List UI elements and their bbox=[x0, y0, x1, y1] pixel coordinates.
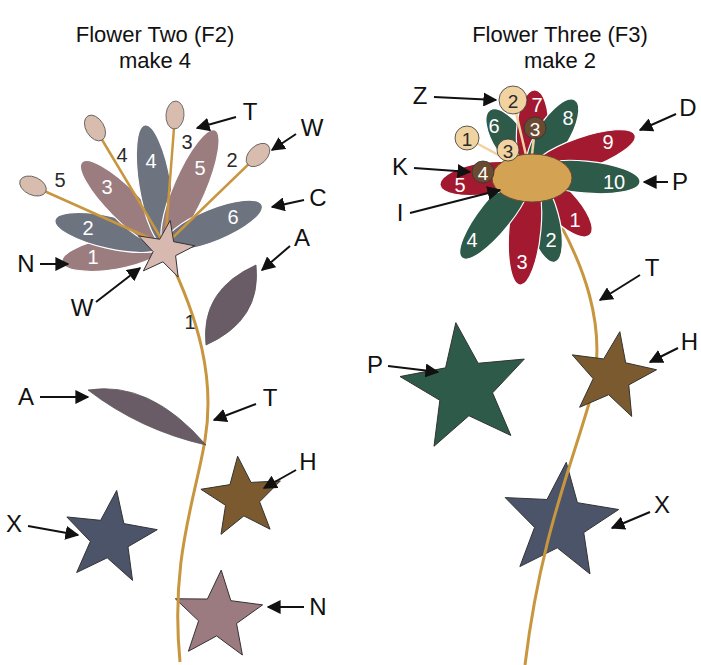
circle-number: 3 bbox=[503, 142, 514, 161]
circle-number: 3 bbox=[530, 120, 541, 139]
leader-arrow bbox=[600, 275, 640, 300]
circle-number: 1 bbox=[462, 130, 473, 149]
leader-arrow bbox=[272, 200, 304, 207]
callout-letter: H bbox=[681, 330, 698, 354]
stamen-stalk bbox=[95, 128, 165, 245]
flower-center-w bbox=[139, 220, 195, 277]
callout-letter: P bbox=[672, 170, 688, 194]
leader-arrow bbox=[197, 117, 236, 128]
callout-letter: D bbox=[679, 96, 696, 120]
callout-letter: A bbox=[294, 226, 310, 250]
leaf bbox=[205, 265, 256, 345]
petal-number: 5 bbox=[454, 175, 465, 195]
star-h bbox=[572, 332, 656, 417]
petal-number: 5 bbox=[194, 158, 205, 178]
leader-arrow bbox=[434, 97, 496, 100]
callout-letter: W bbox=[71, 296, 94, 320]
leader-arrow bbox=[214, 404, 256, 420]
stamen-circle bbox=[497, 139, 519, 161]
petal-number: 6 bbox=[227, 207, 238, 227]
stem bbox=[165, 250, 208, 662]
leaf bbox=[88, 389, 206, 445]
stalk-number: 3 bbox=[181, 132, 192, 152]
stamen-bud bbox=[165, 100, 185, 129]
stamen-bud bbox=[80, 111, 110, 144]
callout-letter: X bbox=[6, 512, 22, 536]
leader-arrow bbox=[612, 512, 650, 528]
callout-letter: N bbox=[309, 595, 326, 619]
stamen-circle bbox=[455, 126, 479, 150]
petal-number: 7 bbox=[531, 95, 542, 115]
leader-arrow bbox=[644, 181, 668, 183]
stamen-circle bbox=[499, 86, 527, 114]
leader-arrow bbox=[40, 396, 88, 398]
petal-number: 6 bbox=[488, 116, 499, 136]
flower-title: Flower Two (F2) make 4 bbox=[53, 22, 258, 75]
petal-number: 4 bbox=[466, 230, 477, 250]
circle-number: 4 bbox=[478, 164, 489, 183]
leader-arrow bbox=[28, 526, 78, 535]
leader-arrow bbox=[272, 134, 296, 150]
callout-letter: P bbox=[367, 353, 383, 377]
petal-number: 9 bbox=[602, 132, 613, 152]
star-x bbox=[505, 462, 619, 574]
petal-number: 2 bbox=[82, 218, 93, 238]
callout-letter: A bbox=[18, 385, 34, 409]
stalk-number: 5 bbox=[54, 170, 65, 190]
flower-center-i bbox=[492, 154, 572, 202]
stamen-circle bbox=[524, 117, 546, 139]
stamen-stalk bbox=[165, 155, 258, 245]
callout-letter: W bbox=[301, 116, 324, 140]
star-h bbox=[201, 456, 280, 534]
circle-number: 2 bbox=[508, 92, 519, 111]
leader-arrow bbox=[650, 348, 678, 362]
callout-letter: N bbox=[17, 252, 34, 276]
callout-letter: I bbox=[397, 201, 404, 225]
stalk-number: 1 bbox=[184, 312, 195, 332]
stamen-circle bbox=[472, 161, 494, 183]
callout-letter: K bbox=[392, 155, 408, 179]
star-n bbox=[175, 570, 262, 655]
leader-arrow bbox=[96, 268, 140, 302]
stamen-bud bbox=[17, 172, 50, 200]
callout-letter: Z bbox=[413, 84, 428, 108]
leader-arrow bbox=[268, 606, 304, 608]
leader-arrow bbox=[262, 246, 290, 270]
stamen-bud bbox=[242, 139, 275, 171]
petal-number: 10 bbox=[603, 172, 625, 192]
stamen-stalk bbox=[33, 186, 165, 245]
leader-arrow bbox=[40, 263, 68, 265]
callout-letter: T bbox=[645, 256, 660, 280]
petal-number: 3 bbox=[516, 252, 527, 272]
leader-arrow bbox=[640, 114, 676, 130]
petal-number: 1 bbox=[569, 210, 580, 230]
flower-title: Flower Three (F3) make 2 bbox=[458, 22, 663, 75]
callout-letter: X bbox=[654, 493, 670, 517]
petal-number: 8 bbox=[562, 108, 573, 128]
petal-number: 4 bbox=[145, 151, 156, 171]
star-p bbox=[400, 323, 524, 447]
leader-arrow bbox=[264, 470, 296, 488]
stalk-number: 4 bbox=[116, 145, 127, 165]
callout-letter: T bbox=[243, 100, 258, 124]
leader-arrow bbox=[414, 168, 470, 172]
stalk-number: 2 bbox=[226, 150, 237, 170]
star-x bbox=[67, 490, 157, 580]
callout-letter: C bbox=[309, 186, 326, 210]
petal-number: 1 bbox=[87, 247, 98, 267]
callout-letter: T bbox=[263, 386, 278, 410]
petal-number: 2 bbox=[545, 230, 556, 250]
leader-arrow bbox=[388, 366, 438, 372]
petal-number: 3 bbox=[101, 177, 112, 197]
callout-letter: H bbox=[299, 450, 316, 474]
